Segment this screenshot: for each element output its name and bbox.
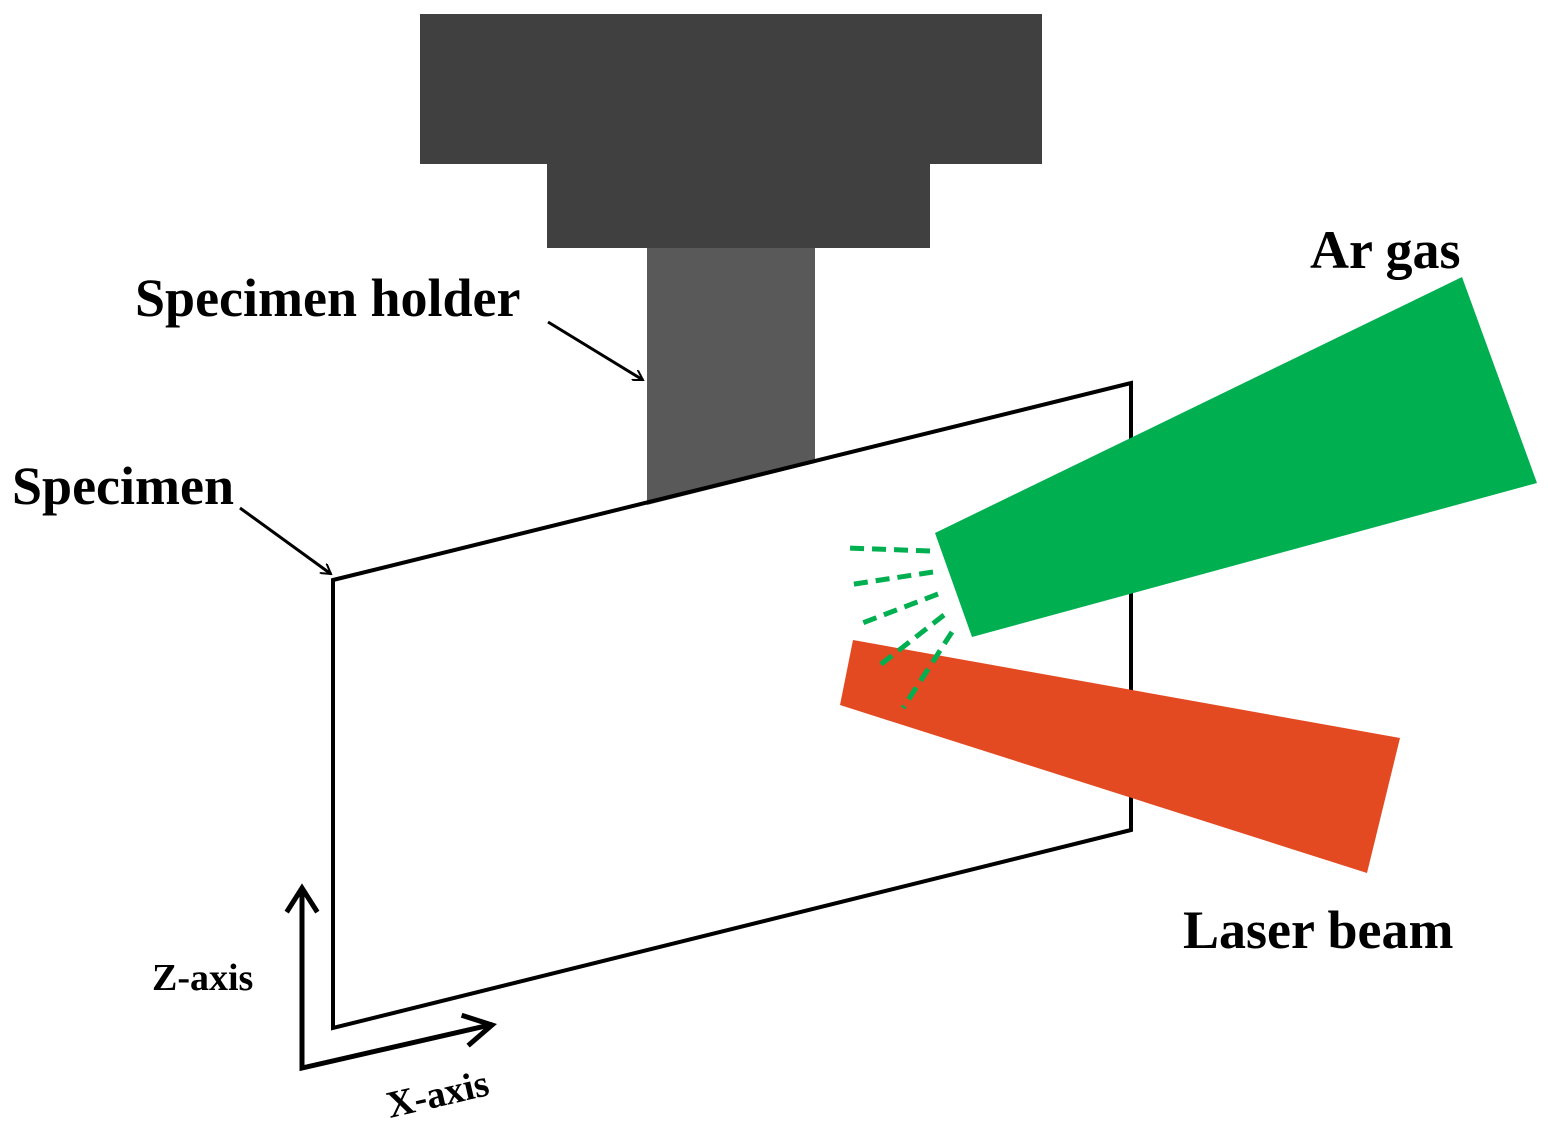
axes-indicator: [284, 883, 498, 1072]
z-axis-arrow-icon: [284, 883, 320, 914]
ar-gas-nozzle: [935, 277, 1537, 637]
label-x-axis: X-axis: [383, 1063, 493, 1127]
axis-lines: [299, 890, 493, 1072]
label-ar-gas: Ar gas: [1310, 220, 1461, 280]
holder-shaft: [647, 248, 815, 505]
label-laser-beam: Laser beam: [1183, 900, 1453, 960]
laser-beam-shape: [840, 640, 1400, 873]
x-axis-arrow-icon: [460, 1012, 498, 1048]
specimen-holder-leader-arrow: [547, 320, 643, 382]
specimen-leader-arrow: [239, 506, 331, 576]
gas-spray-lines: [847, 545, 955, 710]
holder-top-block: [420, 14, 1042, 164]
specimen-plate: [331, 380, 1133, 1031]
label-z-axis: Z-axis: [152, 957, 253, 999]
label-specimen-holder: Specimen holder: [135, 268, 521, 328]
label-specimen: Specimen: [12, 456, 234, 516]
holder-mid-block: [547, 162, 930, 248]
